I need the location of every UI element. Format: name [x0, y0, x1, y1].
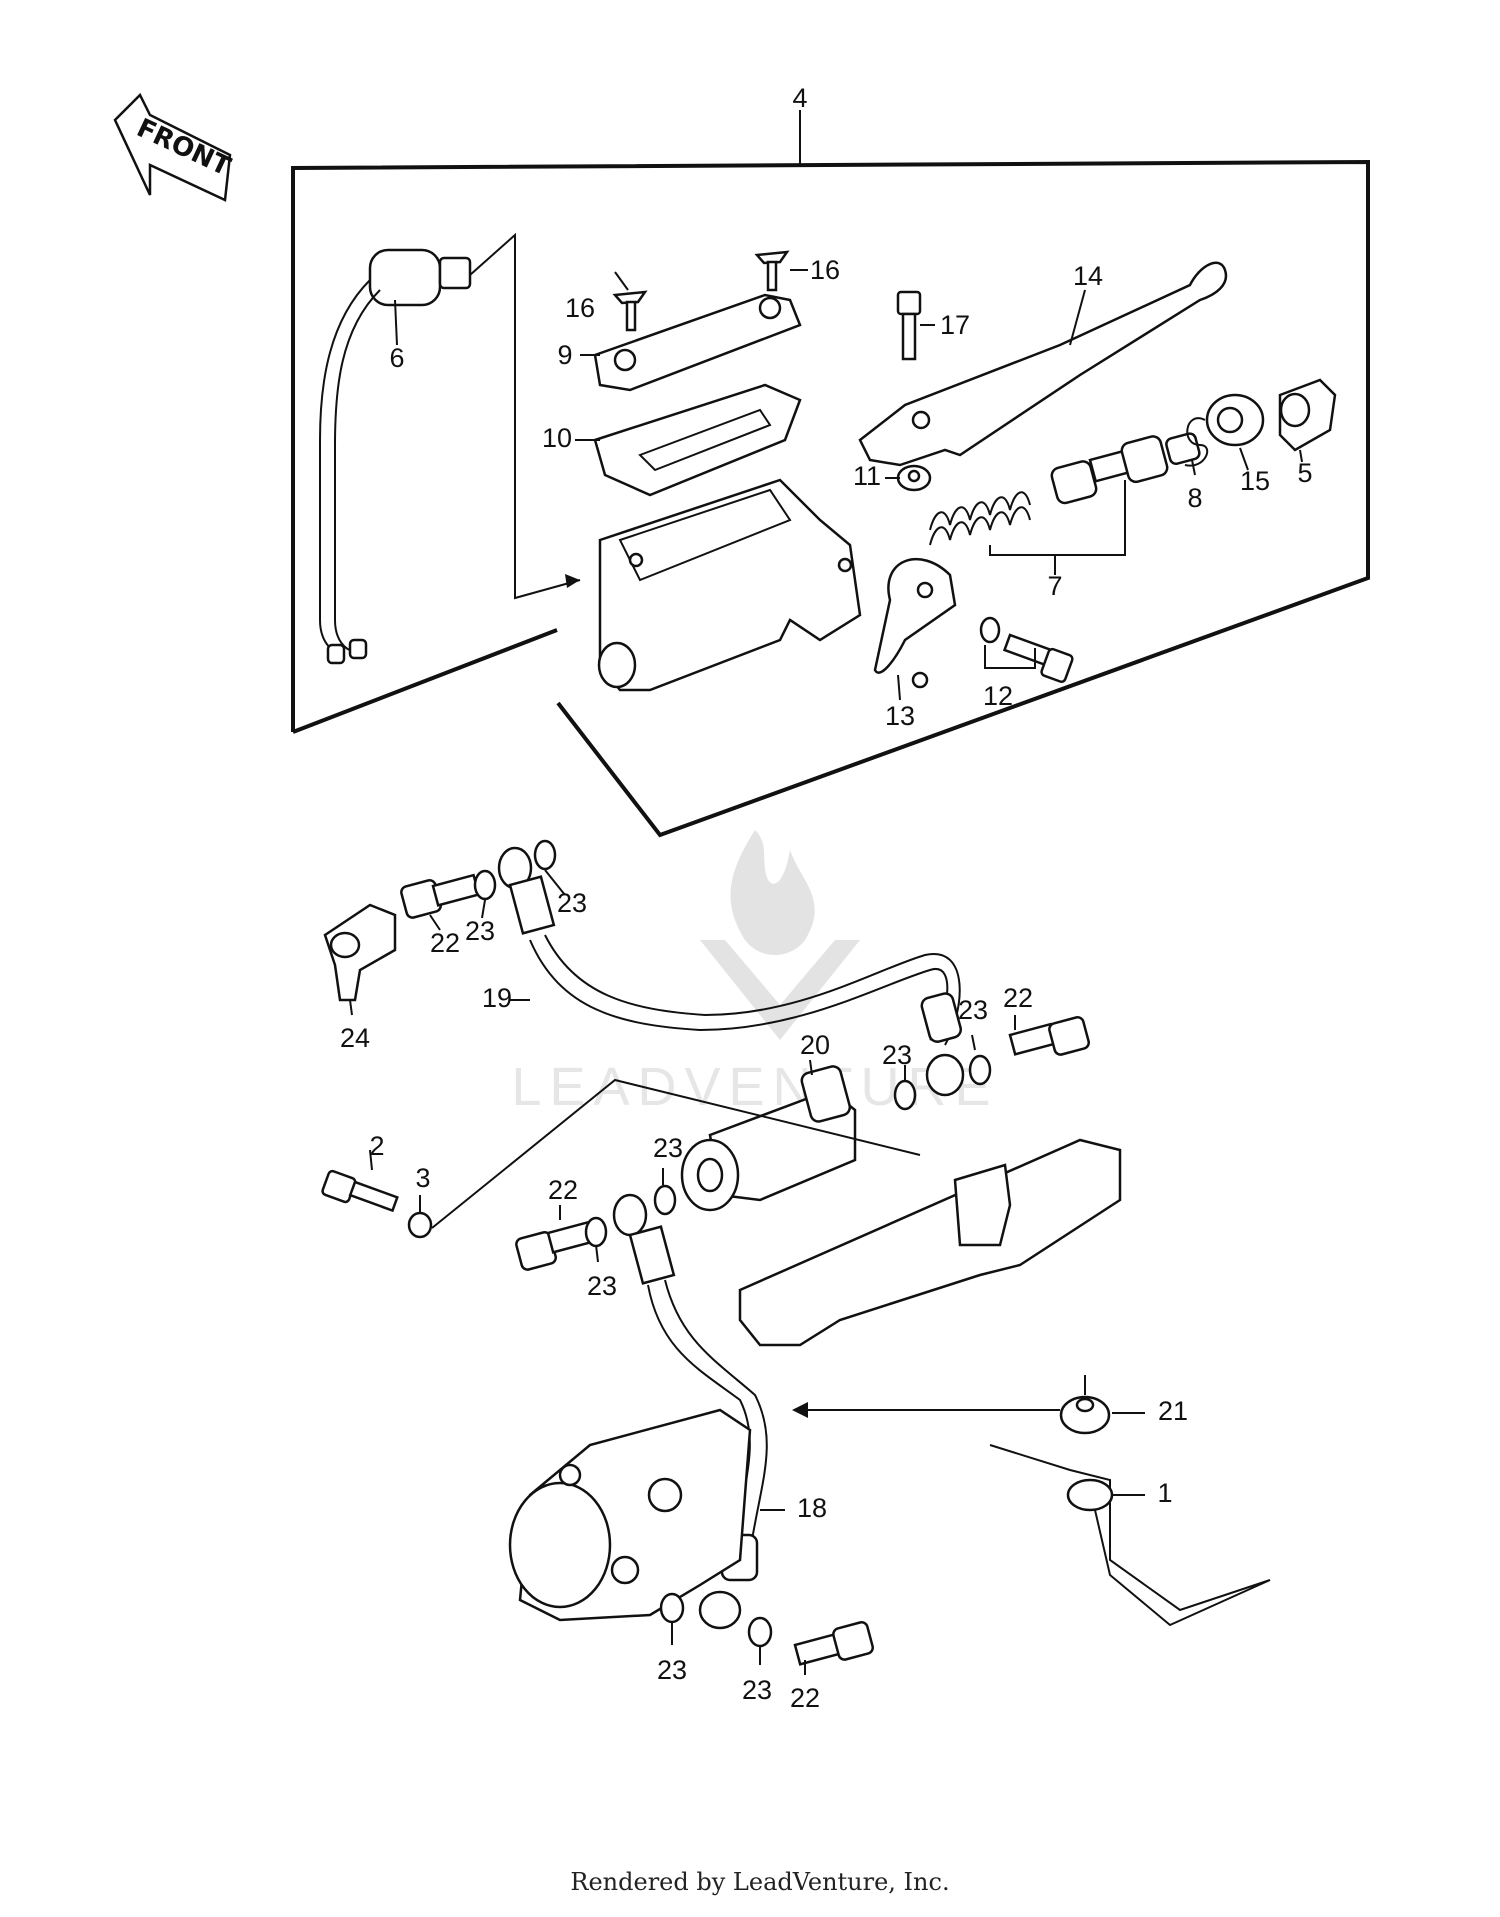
callout-labels: 4 6 16 16 9 10 17 14 11 8 15 5 7 12 13 2… [340, 83, 1313, 1713]
callout-23-c: 23 [958, 995, 988, 1025]
callout-16-left: 16 [565, 293, 595, 323]
piston-bracket [989, 480, 1126, 575]
callout-7: 7 [1047, 571, 1062, 601]
callout-12: 12 [983, 681, 1013, 711]
reservoir-cap [593, 293, 802, 392]
callout-15: 15 [1240, 466, 1270, 496]
piston-spring [929, 491, 1031, 546]
callout-8: 8 [1187, 483, 1202, 513]
leader-lines [349, 269, 1303, 1675]
brake-hose-upper [529, 934, 965, 1097]
callout-19: 19 [482, 983, 512, 1013]
callout-1: 1 [1157, 1478, 1172, 1508]
three-way-joint [680, 1065, 857, 1212]
callout-6: 6 [389, 343, 404, 373]
callout-22-b: 22 [1003, 983, 1033, 1013]
callout-24: 24 [340, 1023, 370, 1053]
joint-bolt [321, 1169, 399, 1213]
upper-banjo-fitting [497, 846, 556, 935]
banjo-cap [323, 903, 397, 1002]
banjo-bolt-mid [1008, 1016, 1090, 1056]
callout-23-f: 23 [587, 1271, 617, 1301]
lower-banjo-fitting [612, 1193, 676, 1285]
master-cylinder-body [597, 478, 862, 692]
washer-upper-2 [533, 839, 557, 871]
callout-20: 20 [800, 1030, 830, 1060]
callout-2: 2 [369, 1131, 384, 1161]
callout-18: 18 [797, 1493, 827, 1523]
watermark-logo: LEADVENTURE [511, 830, 998, 1117]
dust-cover [1278, 378, 1337, 452]
callout-13: 13 [885, 701, 915, 731]
callout-17: 17 [940, 310, 970, 340]
callout-21: 21 [1158, 1396, 1188, 1426]
hose-grommet [1059, 1375, 1111, 1435]
grommet-arrowhead [792, 1402, 808, 1418]
clamp-bolt-washer [979, 616, 1074, 683]
callout-22-a: 22 [430, 928, 460, 958]
callout-16-right: 16 [810, 255, 840, 285]
callout-10: 10 [542, 423, 572, 453]
callout-5: 5 [1297, 458, 1312, 488]
cap-screw-2 [754, 250, 790, 292]
callout-9: 9 [557, 340, 572, 370]
front-arrow: FRONT [113, 92, 235, 202]
hose-bracket [989, 1444, 1271, 1627]
circlip [1184, 417, 1209, 467]
callout-22-c: 22 [548, 1175, 578, 1205]
brake-light-switch [319, 232, 581, 665]
handlebar-clamp [873, 558, 957, 689]
reservoir-diaphragm [593, 383, 802, 497]
lever-pivot-nut [896, 464, 932, 492]
joint-washer [407, 1211, 433, 1239]
piston-boot [1205, 393, 1265, 447]
callout-3: 3 [415, 1163, 430, 1193]
brake-lever [858, 261, 1228, 467]
washer-mid-3 [653, 1184, 677, 1216]
banjo-bolt-lower-left [515, 1220, 596, 1271]
callout-22-d: 22 [790, 1683, 820, 1713]
callout-4: 4 [792, 83, 807, 113]
washer-mid-2 [893, 1079, 917, 1111]
banjo-bolt-upper [400, 873, 481, 919]
callout-23-b: 23 [465, 916, 495, 946]
callout-23-d: 23 [882, 1040, 912, 1070]
lever-pivot-bolt [896, 290, 922, 361]
washer-mid-1 [968, 1054, 992, 1086]
cap-screw-1 [612, 290, 648, 332]
callout-23-h: 23 [742, 1675, 772, 1705]
washer-lower-1 [584, 1216, 608, 1248]
banjo-bolt-lower-right [793, 1621, 874, 1666]
master-cylinder-assembly-frame [291, 110, 1370, 838]
callout-14: 14 [1073, 261, 1103, 291]
watermark-text: LEADVENTURE [511, 1057, 998, 1117]
callout-23-g: 23 [657, 1655, 687, 1685]
joint-bolt-leader [431, 1078, 921, 1229]
callout-11: 11 [853, 461, 881, 491]
callout-23-e: 23 [653, 1133, 683, 1163]
brake-caliper [508, 1408, 752, 1622]
lower-bracket [738, 1138, 1122, 1347]
washer-lower-3 [747, 1616, 773, 1648]
callout-23-a: 23 [557, 888, 587, 918]
footer-credit: Rendered by LeadVenture, Inc. [570, 1868, 949, 1896]
washer-lower-2 [659, 1592, 685, 1624]
washer-upper-1 [473, 869, 497, 901]
